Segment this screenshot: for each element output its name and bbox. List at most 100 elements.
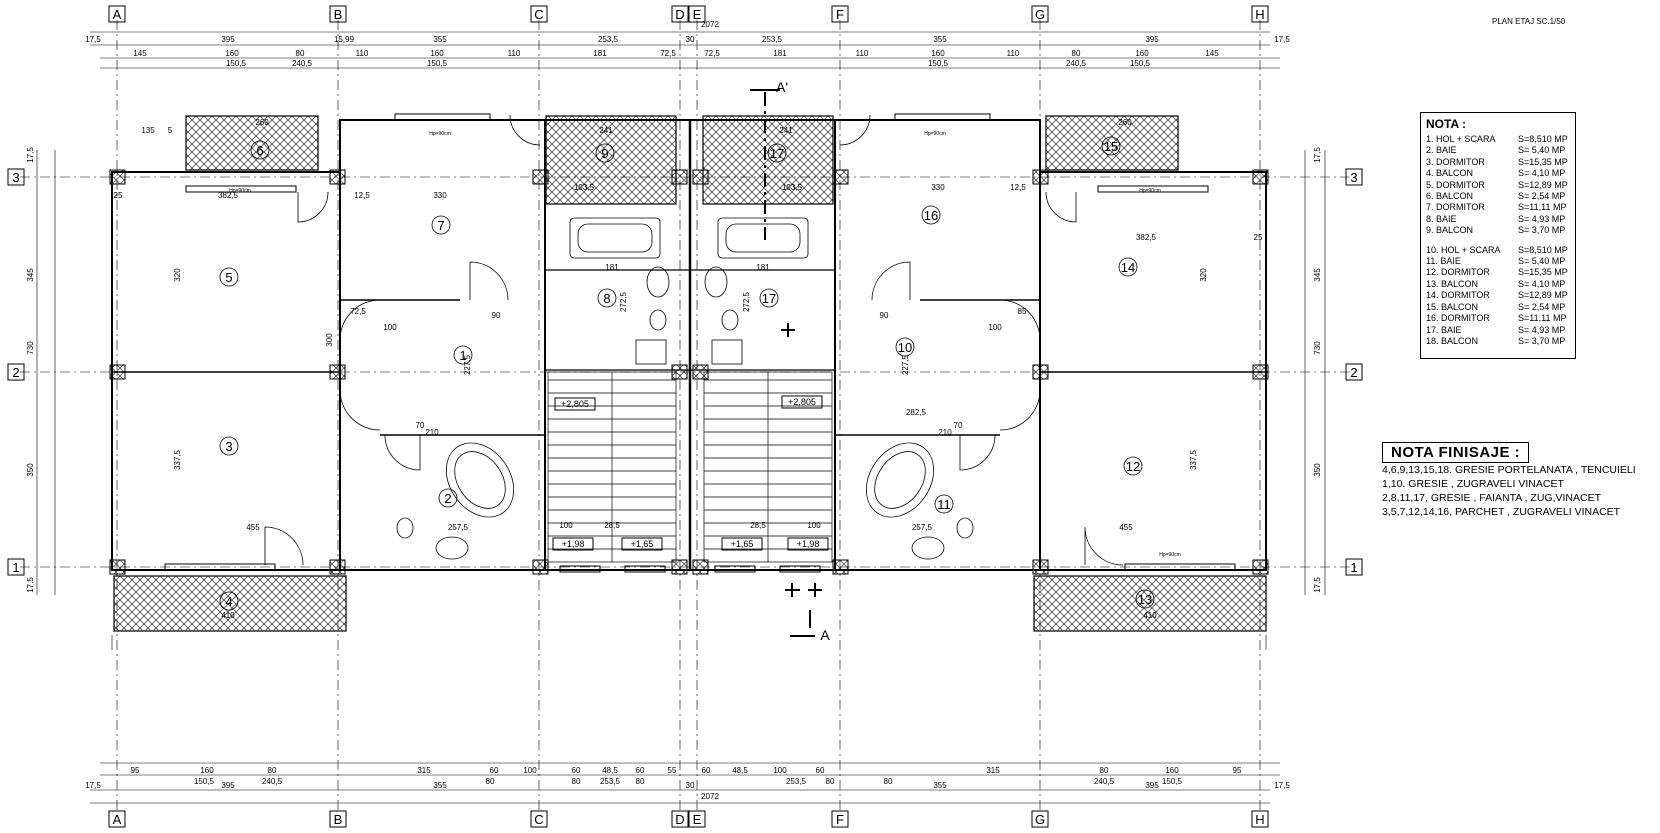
- dimension-right: 17,5: [1313, 147, 1322, 163]
- dimension-top-row2: 181: [593, 49, 607, 58]
- dimension-bottom-row1: 100: [773, 766, 787, 775]
- dimension-right: 730: [1313, 341, 1322, 355]
- axis-bubble-3: [1345, 168, 1363, 186]
- dimension-bottom-row1: 315: [986, 766, 1000, 775]
- dimension-inner: 100: [988, 323, 1002, 332]
- room-number: 11: [937, 497, 951, 512]
- axis-label-1: 1: [1350, 560, 1357, 575]
- dimension-bottom-row2: 80: [572, 777, 581, 786]
- room-number: 17: [770, 146, 784, 161]
- axis-bubble-F: [831, 810, 849, 828]
- room-number: 12: [1126, 459, 1140, 474]
- room-number: 15: [1104, 139, 1118, 154]
- dimension-inner: 241: [599, 126, 613, 135]
- dimension-inner: 210: [938, 428, 952, 437]
- dimension-right: 345: [1313, 268, 1322, 282]
- dimension-inner: 90: [492, 311, 501, 320]
- room-schedule-area: S= 4,10 MP: [1518, 168, 1566, 179]
- dimension-top-row2: 72,5: [704, 49, 720, 58]
- axis-bubble-E: [688, 810, 706, 828]
- dimension-top-row2: 145: [1205, 49, 1219, 58]
- axis-label-B: B: [334, 7, 343, 22]
- room-schedule-area: S= 5,40 MP: [1518, 145, 1566, 156]
- dimension-top-row3: 150,5: [928, 59, 949, 68]
- axis-label-C: C: [534, 812, 543, 827]
- dimension-top-row1: 253,5: [598, 35, 619, 44]
- dimension-top-row1: 395: [221, 35, 235, 44]
- room-schedule-name: 11. BAIE: [1426, 256, 1461, 267]
- dimension-inner: 382,5: [1136, 233, 1157, 242]
- dimension-top-row3: 240,5: [292, 59, 313, 68]
- dimension-bottom-row1: 80: [1100, 766, 1109, 775]
- dimension-bottom-row2: 80: [826, 777, 835, 786]
- dimension-right: 350: [1313, 463, 1322, 477]
- dimension-inner: 227,5: [463, 354, 472, 375]
- dimension-inner: 330: [433, 191, 447, 200]
- room-marker: [219, 436, 239, 456]
- window-sill-label: Hp=90cm: [924, 131, 946, 137]
- dimension-inner: 70: [954, 421, 963, 430]
- dimension-total-bottom: 2072: [701, 792, 719, 801]
- dimension-inner: 100: [383, 323, 397, 332]
- dimension-inner: 28,5: [750, 521, 766, 530]
- room-schedule-area: S=15,35 MP: [1518, 156, 1568, 167]
- dimension-top-row1: 253,5: [762, 35, 783, 44]
- dimension-top-row1: 15,99: [334, 35, 355, 44]
- axis-bubble-2: [7, 363, 25, 381]
- level-marker: +1,65: [731, 539, 754, 549]
- dimension-top-row3: 240,5: [1066, 59, 1087, 68]
- dimension-top-row1: 395: [1145, 35, 1159, 44]
- dimension-bottom-row2: 253,5: [786, 777, 807, 786]
- dimension-top-row2: 160: [1135, 49, 1149, 58]
- level-box: [787, 537, 829, 551]
- dimension-inner: 282,5: [906, 408, 927, 417]
- dimension-inner: 260: [255, 118, 269, 127]
- axis-label-E: E: [693, 7, 702, 22]
- axis-bubble-A: [108, 5, 126, 23]
- dimension-top-row2: 110: [508, 49, 521, 58]
- balcony-15: [1045, 115, 1179, 171]
- axis-bubble-1: [7, 558, 25, 576]
- dimension-bottom-row2: 240,5: [1094, 777, 1115, 786]
- room-marker: [595, 143, 615, 163]
- axis-bubble-2: [1345, 363, 1363, 381]
- dimension-inner: 320: [1199, 268, 1208, 282]
- axis-label-F: F: [836, 7, 844, 22]
- finishes-list: 4,6,9,13,15,18. GRESIE PORTELANATA , TEN…: [1382, 463, 1636, 519]
- axis-bubble-C: [530, 810, 548, 828]
- room-schedule-name: 6. BALCON: [1426, 191, 1474, 202]
- balcony-4: [113, 575, 347, 632]
- dimension-bottom-row1: 160: [1165, 766, 1179, 775]
- dimension-top-row2: 145: [133, 49, 147, 58]
- axis-bubble-D: [671, 5, 689, 23]
- room-marker: [1101, 136, 1121, 156]
- room-marker: [759, 288, 779, 308]
- dimension-left: 345: [26, 268, 35, 282]
- room-number: 10: [898, 340, 912, 355]
- dimension-top-row3: 150,5: [226, 59, 247, 68]
- dimension-bottom-row1: 60: [702, 766, 711, 775]
- sheet-title: PLAN ETAJ SC.1/50: [1492, 17, 1566, 26]
- room-schedule-name: 14. DORMITOR: [1426, 290, 1490, 301]
- axis-label-D: D: [675, 7, 684, 22]
- dimension-inner: 72,5: [350, 307, 366, 316]
- axis-label-E: E: [693, 812, 702, 827]
- room-schedule-name: 12. DORMITOR: [1426, 267, 1490, 278]
- axis-bubble-H: [1251, 5, 1269, 23]
- level-box: [781, 395, 823, 409]
- room-marker: [934, 494, 954, 514]
- dimension-bottom-row1: 60: [636, 766, 645, 775]
- dimension-left: 730: [26, 341, 35, 355]
- room-schedule-area: S=15,35 MP: [1518, 267, 1568, 278]
- dimension-inner: 227,5: [901, 354, 910, 375]
- room-marker: [1135, 589, 1155, 609]
